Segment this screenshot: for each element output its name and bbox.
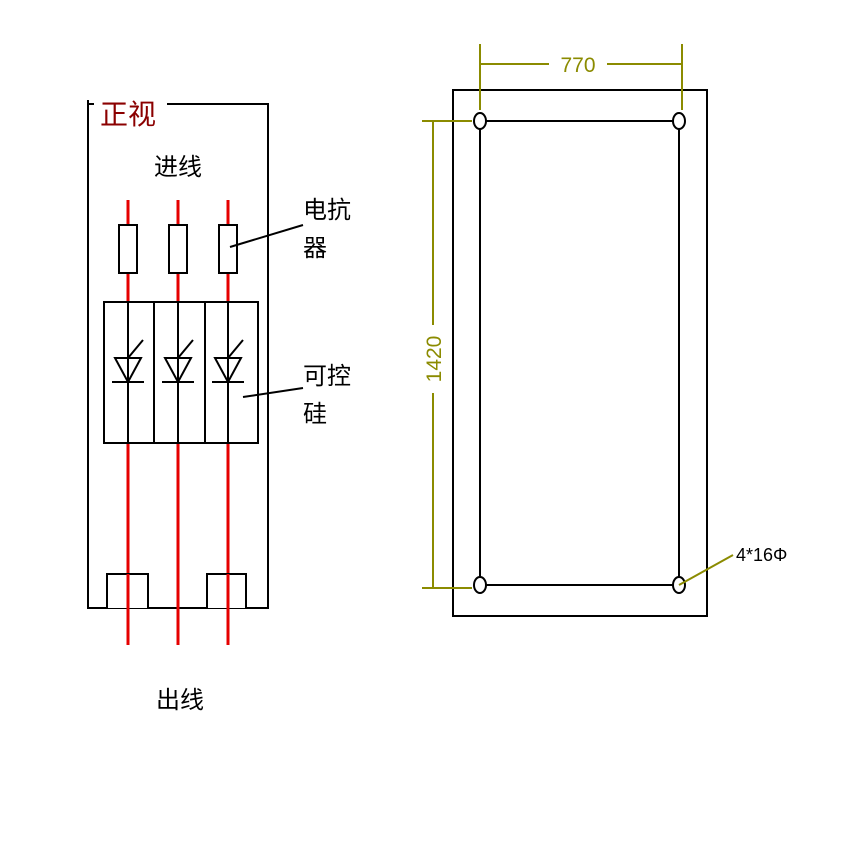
reactor-label-line2: 器 (303, 234, 327, 262)
outgoing-label: 出线 (156, 686, 204, 714)
scr-label-line2: 硅 (303, 400, 327, 428)
thyristor-symbol-b (162, 302, 194, 443)
front-view-title: 正视 (100, 98, 156, 131)
reactor-label-line1: 电抗 (303, 196, 351, 224)
width-dimension-value: 770 (560, 54, 595, 77)
mounting-hole-top-left (473, 112, 487, 130)
mounting-hole-top-right (672, 112, 686, 130)
hole-spec-label: 4*16Φ (736, 545, 787, 565)
reactor-a (118, 224, 138, 274)
reactor-leader-line (229, 224, 304, 248)
incoming-label: 进线 (154, 153, 202, 181)
hole-spec-leader-line (678, 554, 734, 586)
hole-centerline-rect (479, 120, 680, 586)
plate-outline (452, 89, 708, 617)
height-dimension (422, 120, 472, 589)
front-view: 正视 进线 (87, 98, 351, 714)
thyristor-symbol-a (112, 302, 144, 443)
scr-leader-line (242, 387, 304, 398)
reactor-c (218, 224, 238, 274)
width-dimension (479, 44, 683, 110)
mounting-hole-bottom-left (473, 576, 487, 594)
reactor-b (168, 224, 188, 274)
scr-module (103, 301, 259, 444)
scr-label-line1: 可控 (303, 362, 351, 390)
thyristor-symbol-c (212, 302, 244, 443)
reactors (118, 224, 238, 274)
mounting-holes (473, 112, 686, 594)
mounting-plate: 770 1420 4*16Φ (422, 44, 787, 617)
height-dimension-value: 1420 (423, 336, 446, 383)
